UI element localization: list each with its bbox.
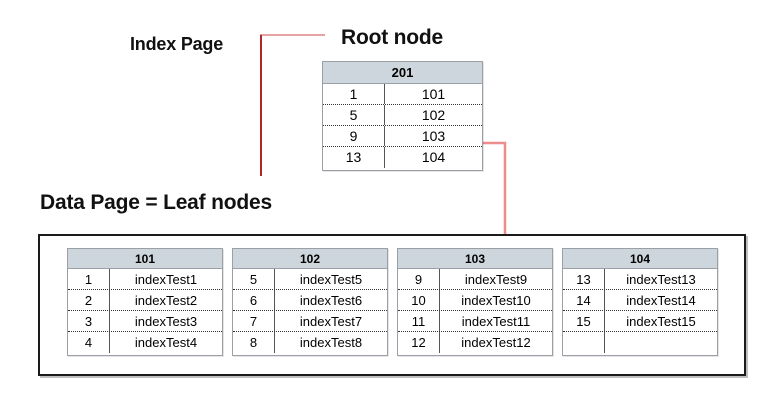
leaf-row-key: 4 — [68, 332, 110, 353]
table-row: 15 indexTest15 — [563, 311, 717, 332]
leaf-row-value: indexTest8 — [299, 335, 363, 350]
root-node-label: Root node — [341, 26, 444, 49]
table-row: 5 102 — [323, 105, 482, 126]
leaf-row-key: 6 — [233, 290, 275, 310]
leaf-page-id: 104 — [563, 249, 717, 269]
leaf-row-key: 13 — [563, 269, 605, 289]
root-row-child-page: 103 — [421, 128, 446, 144]
table-row: 6 indexTest6 — [233, 290, 387, 311]
root-row-key: 13 — [323, 147, 385, 168]
table-row: 4 indexTest4 — [68, 332, 222, 353]
leaf-row-value: indexTest5 — [299, 272, 363, 287]
leaf-row-value: indexTest13 — [626, 272, 696, 287]
table-row: 12 indexTest12 — [398, 332, 552, 353]
leaf-row-value: indexTest7 — [299, 314, 363, 329]
table-row: 3 indexTest3 — [68, 311, 222, 332]
leaf-row-key: 8 — [233, 332, 275, 353]
data-page-leaf-nodes-label: Data Page = Leaf nodes — [40, 191, 272, 214]
leaf-row-value: indexTest11 — [461, 314, 531, 329]
leaf-row-value: indexTest9 — [464, 272, 528, 287]
table-row: 10 indexTest10 — [398, 290, 552, 311]
leaf-row-key: 14 — [563, 290, 605, 310]
root-row-key: 5 — [323, 105, 385, 125]
leaf-row-value: indexTest4 — [134, 335, 198, 350]
table-row: 13 indexTest13 — [563, 269, 717, 290]
leaf-page-id: 102 — [233, 249, 387, 269]
table-row: 1 indexTest1 — [68, 269, 222, 290]
leaf-row-key: 10 — [398, 290, 440, 310]
table-row: 9 103 — [323, 126, 482, 147]
leaf-row-key: 12 — [398, 332, 440, 353]
table-row: 5 indexTest5 — [233, 269, 387, 290]
root-to-leaf-103-connector — [483, 141, 507, 243]
leaf-row-key: 5 — [233, 269, 275, 289]
table-row: 14 indexTest14 — [563, 290, 717, 311]
leaf-row-value: indexTest3 — [134, 314, 198, 329]
table-row-empty — [563, 332, 717, 353]
index-page-label: Index Page — [130, 34, 224, 54]
leaf-row-key: 3 — [68, 311, 110, 331]
leaf-node-table-102: 102 5 indexTest5 6 indexTest6 7 indexTes… — [232, 248, 388, 356]
table-row: 8 indexTest8 — [233, 332, 387, 353]
table-row: 2 indexTest2 — [68, 290, 222, 311]
leaf-row-key — [563, 332, 605, 353]
leaf-row-key: 2 — [68, 290, 110, 310]
leaf-node-table-103: 103 9 indexTest9 10 indexTest10 11 index… — [397, 248, 553, 356]
leaf-node-table-104: 104 13 indexTest13 14 indexTest14 15 ind… — [562, 248, 718, 356]
root-row-key: 9 — [323, 126, 385, 146]
table-row: 1 101 — [323, 84, 482, 105]
leaf-row-key: 15 — [563, 311, 605, 331]
leaf-row-value: indexTest2 — [134, 293, 198, 308]
leaf-page-id: 101 — [68, 249, 222, 269]
leaf-row-value: indexTest12 — [461, 335, 531, 350]
leaf-row-value: indexTest14 — [626, 293, 696, 308]
leaf-row-value — [605, 332, 717, 353]
root-row-child-page: 104 — [421, 149, 446, 165]
table-row: 9 indexTest9 — [398, 269, 552, 290]
leaf-row-key: 7 — [233, 311, 275, 331]
leaf-row-key: 9 — [398, 269, 440, 289]
root-node-table: 201 1 101 5 102 9 103 13 104 — [322, 61, 483, 171]
root-row-child-page: 102 — [421, 107, 446, 123]
table-row: 13 104 — [323, 147, 482, 168]
leaf-node-table-101: 101 1 indexTest1 2 indexTest2 3 indexTes… — [67, 248, 223, 356]
root-row-child-page: 101 — [421, 86, 446, 102]
root-row-key: 1 — [323, 84, 385, 104]
leaf-row-key: 11 — [398, 311, 440, 331]
leaf-row-value: indexTest15 — [626, 314, 696, 329]
leaf-row-value: indexTest6 — [299, 293, 363, 308]
leaf-page-id: 103 — [398, 249, 552, 269]
leaf-row-value: indexTest1 — [134, 272, 198, 287]
table-row: 11 indexTest11 — [398, 311, 552, 332]
leaf-row-key: 1 — [68, 269, 110, 289]
root-node-page-id: 201 — [323, 62, 482, 84]
table-row: 7 indexTest7 — [233, 311, 387, 332]
leaf-row-value: indexTest10 — [461, 293, 531, 308]
